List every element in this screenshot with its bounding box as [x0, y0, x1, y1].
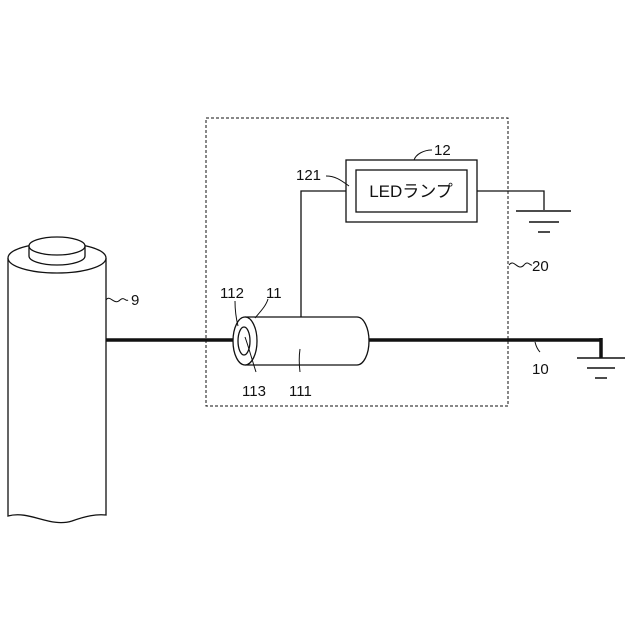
sensor-body: [245, 317, 369, 365]
lamp-feed-wire: [301, 191, 346, 317]
leader-9: [106, 298, 128, 301]
label-121: 121: [296, 167, 321, 184]
label-12: 12: [434, 142, 451, 159]
ground-symbol-right: [577, 358, 625, 378]
label-111: 111: [289, 383, 312, 400]
led-lamp-unit: LEDランプ: [346, 160, 477, 222]
pole-body: [8, 258, 106, 523]
label-10: 10: [532, 361, 549, 378]
lamp-ground-wire: [477, 191, 544, 210]
label-113: 113: [242, 383, 266, 400]
sensor-end-face: [233, 317, 257, 365]
leader-20: [509, 263, 532, 267]
lamp-label: LEDランプ: [369, 182, 453, 201]
leader-10: [535, 342, 540, 352]
pole-cap-top: [29, 237, 85, 255]
label-9: 9: [131, 292, 139, 309]
sensor-cylinder: [233, 317, 369, 365]
label-112: 112: [220, 285, 244, 302]
pole: [8, 237, 106, 523]
label-11: 11: [266, 285, 282, 302]
ground-symbol-lamp: [516, 211, 571, 232]
label-20: 20: [532, 258, 549, 275]
leader-112: [235, 301, 238, 326]
leader-12: [414, 150, 432, 160]
